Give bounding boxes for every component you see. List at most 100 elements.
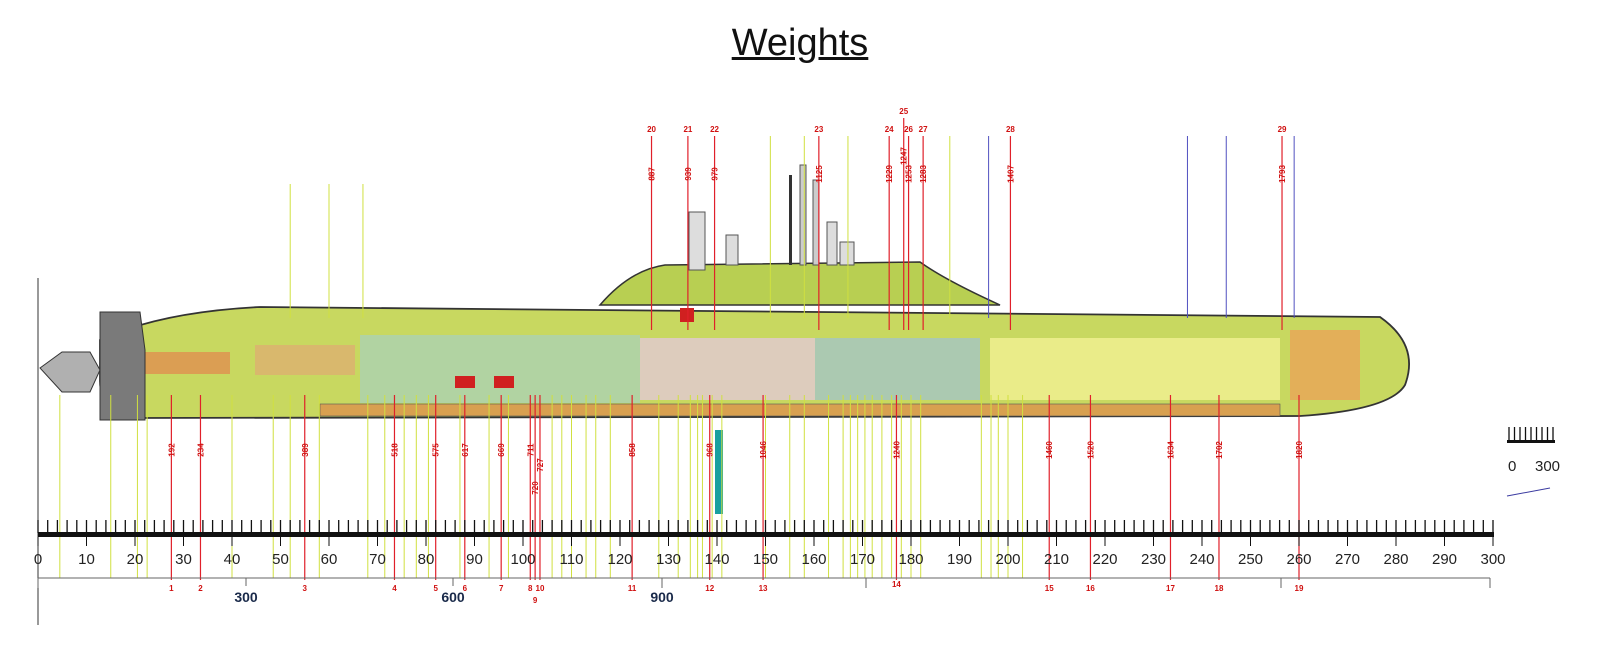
- upper-marker-value: 887: [648, 167, 657, 181]
- ruler-label: 0: [34, 551, 42, 568]
- lower-marker-value: 234: [196, 443, 205, 457]
- upper-marker-number: 23: [814, 125, 823, 134]
- diagram-title: Weights: [731, 22, 869, 64]
- lower-marker-value: 617: [461, 443, 470, 457]
- upper-marker-value: 1283: [919, 165, 928, 183]
- compartment-forward: [360, 335, 640, 403]
- ruler-label: 110: [560, 551, 584, 568]
- lower-marker-number: 2: [198, 584, 203, 593]
- sail-fin: [598, 261, 1001, 306]
- lower-marker-number: 6: [463, 584, 468, 593]
- scale-bar-left-label: 0: [1508, 458, 1516, 475]
- lower-marker-number: 12: [705, 584, 714, 593]
- upper-marker-value: 1253: [905, 165, 914, 183]
- battery-bank: [319, 403, 1281, 417]
- red-equipment-2: [494, 376, 514, 388]
- propeller-hub: [39, 351, 101, 393]
- section-label: 900: [650, 589, 674, 605]
- lower-marker-number: 17: [1166, 584, 1175, 593]
- mast-periscope-2: [725, 234, 739, 266]
- stern-fins: [99, 311, 146, 421]
- lower-marker-value: 858: [628, 443, 637, 457]
- upper-marker-value: 939: [684, 167, 693, 181]
- scale-bar-ticks: [1508, 427, 1554, 441]
- ruler-label: 240: [1189, 551, 1214, 568]
- mast-periscope-1: [688, 211, 706, 271]
- mast-antenna-2: [799, 164, 807, 266]
- lower-marker-number: 14: [892, 580, 901, 589]
- ruler-label: 120: [607, 551, 632, 568]
- compartment-bow: [1290, 330, 1360, 400]
- lower-marker-number: 10: [536, 584, 545, 593]
- upper-weight-markers: 2088721939229792311252412292512472612532…: [647, 107, 1287, 330]
- lower-marker-number: 13: [759, 584, 768, 593]
- lower-marker-number: 19: [1295, 584, 1304, 593]
- stern-machinery: [120, 352, 230, 374]
- lower-marker-number: 1: [169, 584, 174, 593]
- lower-marker-value: 389: [301, 443, 310, 457]
- mast-snorkel: [826, 221, 838, 266]
- lower-marker-value: 518: [390, 443, 399, 457]
- ruler-label: 70: [369, 551, 386, 568]
- ruler-label: 200: [995, 551, 1020, 568]
- scale-bar-base: [1507, 440, 1555, 443]
- upper-marker-number: 24: [885, 125, 894, 134]
- lower-marker-value: 575: [432, 443, 441, 457]
- guide-lines: [59, 136, 1295, 578]
- ruler-label: 100: [510, 551, 535, 568]
- lower-marker-number: 4: [392, 584, 397, 593]
- dry-deck-shelter: [255, 345, 355, 375]
- compartment-control: [640, 338, 815, 400]
- ruler-label: 290: [1432, 551, 1457, 568]
- lower-marker-value: 1460: [1045, 441, 1054, 459]
- scale-bar: 0 300: [1506, 427, 1560, 497]
- ruler-label: 270: [1335, 551, 1360, 568]
- upper-marker-value: 1229: [885, 165, 894, 183]
- ruler-label: 260: [1286, 551, 1311, 568]
- ruler-label: 170: [850, 551, 875, 568]
- submarine-hull: [39, 164, 1410, 421]
- lower-marker-value: 669: [497, 443, 506, 457]
- mast-antenna-1: [789, 175, 792, 265]
- upper-marker-value: 979: [711, 167, 720, 181]
- upper-marker-number: 25: [899, 107, 908, 116]
- ruler-label: 50: [272, 551, 289, 568]
- upper-marker-number: 28: [1006, 125, 1015, 134]
- upper-marker-number: 29: [1278, 125, 1287, 134]
- mast-antenna-3: [812, 179, 820, 266]
- ruler-label: 160: [801, 551, 826, 568]
- ruler-label: 280: [1383, 551, 1408, 568]
- lower-marker-value: 1520: [1086, 441, 1095, 459]
- mast-sensor: [839, 241, 855, 266]
- compartment-reactor: [815, 338, 980, 400]
- lower-marker-number: 9: [533, 596, 538, 605]
- lower-marker-number: 11: [628, 584, 637, 593]
- red-equipment-3: [680, 308, 694, 322]
- lower-marker-value: 968: [706, 443, 715, 457]
- ruler-label: 220: [1092, 551, 1117, 568]
- upper-marker-value: 1407: [1006, 165, 1015, 183]
- lower-marker-value: 192: [167, 443, 176, 457]
- lower-marker-value: 1046: [759, 441, 768, 459]
- upper-marker-number: 20: [647, 125, 656, 134]
- ruler-label: 130: [656, 551, 681, 568]
- upper-marker-value: 1125: [815, 165, 824, 183]
- lower-marker-value: 711: [526, 443, 535, 456]
- ruler-label: 190: [947, 551, 972, 568]
- lower-marker-number: 7: [499, 584, 504, 593]
- lower-marker-number: 3: [303, 584, 308, 593]
- upper-marker-number: 26: [904, 125, 913, 134]
- lower-marker-number: 15: [1045, 584, 1054, 593]
- lower-marker-value: 727: [536, 458, 545, 472]
- lower-marker-value: 1634: [1166, 441, 1175, 459]
- upper-marker-value: 1793: [1278, 165, 1287, 183]
- lower-marker-value: 1240: [892, 441, 901, 459]
- ruler-label: 80: [418, 551, 435, 568]
- lower-marker-number: 16: [1086, 584, 1095, 593]
- lower-marker-number: 18: [1215, 584, 1224, 593]
- red-equipment-1: [455, 376, 475, 388]
- ruler-label: 230: [1141, 551, 1166, 568]
